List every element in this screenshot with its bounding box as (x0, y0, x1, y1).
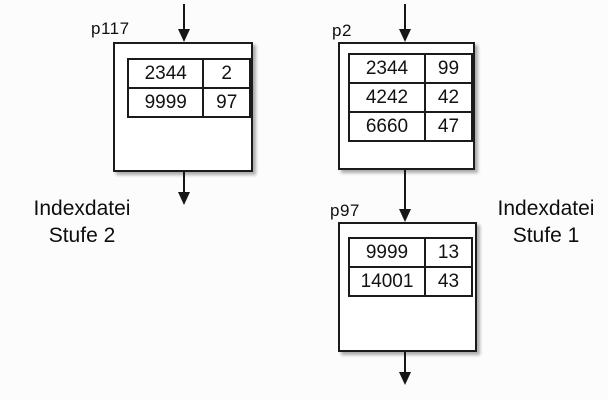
arrow-shaft (183, 172, 185, 192)
arrow-out-of-p117 (177, 172, 191, 205)
key-cell: 2344 (348, 53, 426, 84)
caption-line: Indexdatei (497, 197, 595, 220)
arrow-out-of-p97 (398, 352, 412, 385)
table-row: 14001 43 (348, 266, 473, 297)
arrow-head-icon (399, 29, 411, 42)
entries-table-p117: 2344 2 9999 97 (126, 58, 251, 118)
key-cell: 2344 (126, 58, 205, 89)
table-row: 4242 42 (348, 82, 473, 113)
pointer-cell: 13 (424, 237, 473, 268)
key-cell: 4242 (348, 82, 426, 113)
table-row: 6660 47 (348, 111, 473, 142)
page-label-p2: p2 (332, 21, 352, 40)
pointer-cell: 42 (424, 82, 473, 113)
arrow-shaft (183, 4, 185, 29)
arrow-shaft (404, 170, 406, 209)
pointer-cell: 2 (202, 58, 251, 89)
key-cell: 6660 (348, 111, 426, 142)
arrow-into-p117 (177, 4, 191, 42)
caption-line: Stufe 2 (48, 224, 116, 247)
pointer-cell: 99 (424, 53, 473, 84)
table-row: 9999 13 (348, 237, 473, 268)
index-page-p2: 2344 99 4242 42 6660 47 (338, 42, 475, 170)
caption-indexdatei-stufe-1: Indexdatei Stufe 1 (484, 195, 608, 249)
table-row: 9999 97 (126, 87, 251, 118)
arrow-into-p2 (398, 4, 412, 42)
key-cell: 9999 (348, 237, 426, 268)
arrow-head-icon (399, 209, 411, 222)
entries-table-p97: 9999 13 14001 43 (348, 237, 473, 297)
caption-line: Stufe 1 (512, 224, 580, 247)
arrow-head-icon (178, 29, 190, 42)
arrow-shaft (404, 4, 406, 29)
table-row: 2344 2 (126, 58, 251, 89)
pointer-cell: 97 (202, 87, 251, 118)
page-label-p117: p117 (91, 19, 130, 38)
caption-indexdatei-stufe-2: Indexdatei Stufe 2 (20, 195, 144, 249)
key-cell: 9999 (126, 87, 205, 118)
entries-table-p2: 2344 99 4242 42 6660 47 (348, 53, 473, 142)
key-cell: 14001 (348, 266, 426, 297)
index-page-p117: 2344 2 9999 97 (113, 42, 253, 172)
arrow-head-icon (178, 192, 190, 205)
arrow-p2-to-p97 (398, 170, 412, 222)
table-row: 2344 99 (348, 53, 473, 84)
page-label-p97: p97 (330, 201, 360, 220)
pointer-cell: 43 (424, 266, 473, 297)
index-page-p97: 9999 13 14001 43 (338, 222, 477, 352)
caption-line: Indexdatei (33, 197, 131, 220)
arrow-head-icon (399, 372, 411, 385)
arrow-shaft (404, 352, 406, 372)
pointer-cell: 47 (424, 111, 473, 142)
